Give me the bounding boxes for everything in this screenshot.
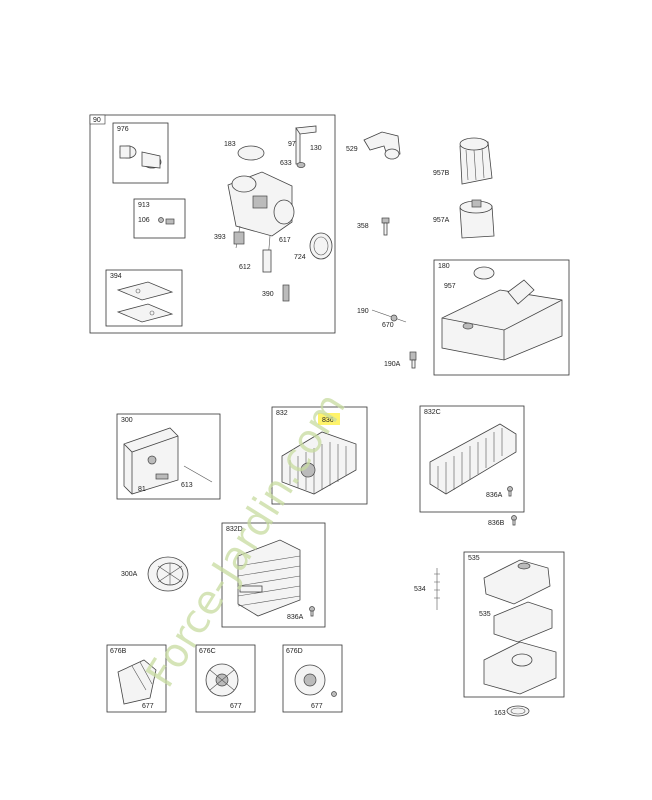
label-836: 836	[322, 417, 334, 424]
group-976-frame	[112, 122, 169, 184]
part-163-gasket	[506, 705, 530, 717]
label-190: 190	[357, 308, 369, 315]
label-529: 529	[346, 146, 358, 153]
part-832c-guard	[429, 423, 517, 495]
group-832c-label: 832C	[424, 409, 441, 416]
label-390: 390	[262, 291, 274, 298]
part-358-bolt	[381, 217, 390, 236]
group-676d-frame	[282, 644, 343, 713]
group-832c-frame	[419, 405, 525, 513]
part-836a-screw-c	[507, 486, 513, 497]
part-836b-screw	[511, 515, 517, 526]
group-300-label: 300	[121, 417, 133, 424]
part-832-guard	[281, 431, 357, 495]
part-957b-fuel-cap	[459, 137, 493, 185]
part-676d-cup	[294, 664, 337, 697]
label-106: 106	[138, 217, 150, 224]
part-534-stud	[434, 568, 440, 610]
label-183: 183	[224, 141, 236, 148]
group-676c-label: 676C	[199, 648, 216, 655]
part-957a-fuel-cap	[459, 199, 495, 239]
label-677-c: 677	[230, 703, 242, 710]
part-836a-screw-d	[309, 606, 315, 617]
label-97: 97	[288, 141, 296, 148]
part-676b-cup	[117, 659, 157, 705]
group-676b-frame	[106, 644, 167, 713]
part-535-base	[483, 641, 557, 695]
label-724: 724	[294, 254, 306, 261]
group-676d-label: 676D	[286, 648, 303, 655]
part-676c-cup	[205, 663, 239, 697]
group-832d-label: 832D	[226, 526, 243, 533]
group-180-label: 180	[438, 263, 450, 270]
group-832d-frame	[221, 522, 326, 628]
label-670: 670	[382, 322, 394, 329]
label-957a: 957A	[433, 217, 450, 224]
group-676b-label: 676B	[110, 648, 127, 655]
part-529-elbow	[363, 131, 401, 160]
group-535-frame	[463, 551, 565, 698]
part-724-gasket	[309, 232, 333, 260]
group-300-frame	[116, 413, 221, 500]
part-393-bowl-screw	[233, 231, 245, 245]
part-832d-guard	[237, 539, 301, 617]
label-836b: 836B	[488, 520, 505, 527]
part-300-muffler	[123, 427, 179, 495]
label-130: 130	[310, 145, 322, 152]
label-613: 613	[181, 482, 193, 489]
label-358: 358	[357, 223, 369, 230]
label-393: 393	[214, 234, 226, 241]
label-300a: 300A	[121, 571, 138, 578]
part-613-bolt	[155, 465, 213, 483]
highlight-836	[318, 413, 340, 425]
label-633: 633	[280, 160, 292, 167]
label-190a: 190A	[384, 361, 401, 368]
label-534: 534	[414, 586, 426, 593]
group-394-label: 394	[110, 273, 122, 280]
group-90-frame	[89, 114, 336, 334]
part-300a-screen	[147, 556, 189, 592]
label-957b: 957B	[433, 170, 450, 177]
label-836a: 836A	[486, 492, 503, 499]
part-97-lever	[295, 125, 317, 165]
part-976-boot	[119, 145, 162, 169]
part-190a-fitting	[409, 351, 417, 369]
part-180-fuel-tank	[441, 266, 563, 361]
part-carburetor	[227, 171, 295, 273]
label-81: 81	[138, 486, 146, 493]
part-535-foam-filter	[493, 601, 553, 643]
part-633-seal	[296, 162, 306, 168]
part-106-screw	[158, 217, 175, 225]
part-390-spring	[282, 284, 290, 302]
label-677-d: 677	[311, 703, 323, 710]
group-976-label: 976	[117, 126, 129, 133]
group-913-label: 913	[138, 202, 150, 209]
part-183-gasket	[237, 145, 265, 161]
group-90-tag	[89, 114, 106, 125]
group-676c-frame	[195, 644, 256, 713]
label-612: 612	[239, 264, 251, 271]
group-913-frame	[133, 198, 186, 239]
group-535-label: 535	[468, 555, 480, 562]
group-832-frame	[271, 406, 368, 505]
part-535-cover	[483, 559, 551, 605]
label-677-b: 677	[142, 703, 154, 710]
label-163: 163	[494, 710, 506, 717]
group-180-frame	[433, 259, 570, 376]
label-535: 535	[479, 611, 491, 618]
group-394-frame	[105, 269, 183, 327]
label-617: 617	[279, 237, 291, 244]
label-836a-d: 836A	[287, 614, 304, 621]
group-90-label: 90	[93, 117, 101, 124]
part-394-gasket-kit	[116, 281, 174, 323]
group-832-label: 832	[276, 410, 288, 417]
part-190-fuel-line	[371, 309, 407, 323]
label-957: 957	[444, 283, 456, 290]
